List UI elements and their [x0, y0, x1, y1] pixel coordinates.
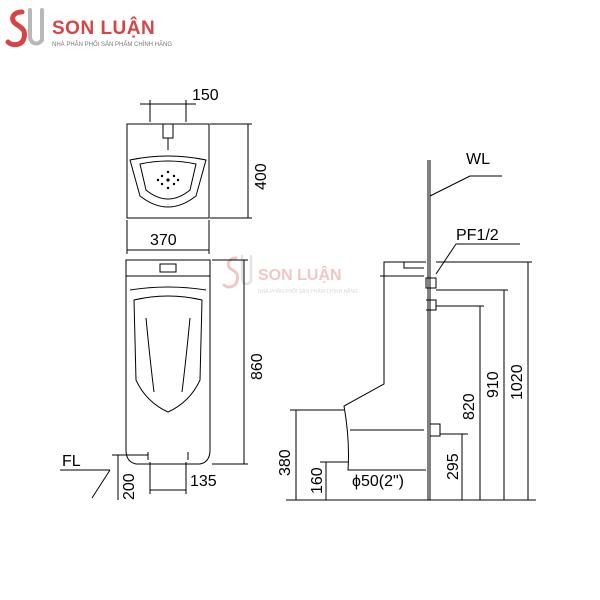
- brand-logo: SON LUẬN NHÀ PHÂN PHỐI SẢN PHẨM CHÍNH HÃ…: [4, 6, 204, 52]
- front-view: 150 400 370 860 FL: [60, 87, 270, 500]
- dim-160: 160: [309, 467, 326, 494]
- dim-860: 860: [249, 353, 266, 380]
- dim-910: 910: [485, 371, 502, 398]
- dim-380: 380: [277, 449, 294, 476]
- dim-370: 370: [150, 232, 177, 249]
- brand-name: SON LUẬN: [52, 18, 156, 39]
- pipe-label: PF1/2: [456, 227, 499, 244]
- outlet-diameter: ϕ50(2"): [352, 473, 404, 490]
- su-monogram-icon: [5, 8, 44, 48]
- watermark: SON LUẬN NHÀ PHÂN PHỐI SẢN PHẨM CHÍNH HÃ…: [222, 254, 358, 295]
- watermark-name: SON LUẬN: [258, 265, 342, 284]
- wall-label: WL: [466, 151, 490, 168]
- side-profile-body: [343, 261, 441, 471]
- spray-pattern: [156, 170, 180, 190]
- side-view: WL PF1/2 380 160 ϕ50(2") 295: [277, 151, 536, 501]
- brand-tagline: NHÀ PHÂN PHỐI SẢN PHẨM CHÍNH HÃNG: [52, 42, 173, 48]
- watermark-tagline: NHÀ PHÂN PHỐI SẢN PHẨM CHÍNH HÃNG: [258, 288, 358, 295]
- dim-135: 135: [190, 473, 217, 490]
- dim-1020: 1020: [509, 364, 526, 400]
- front-elevation-body: [125, 259, 211, 465]
- dim-820: 820: [461, 393, 478, 420]
- dim-400: 400: [253, 163, 270, 190]
- top-view-outline: [126, 123, 210, 219]
- floor-label: FL: [62, 453, 81, 470]
- dim-295: 295: [445, 453, 462, 480]
- dim-200: 200: [121, 473, 138, 500]
- dim-150: 150: [192, 87, 219, 104]
